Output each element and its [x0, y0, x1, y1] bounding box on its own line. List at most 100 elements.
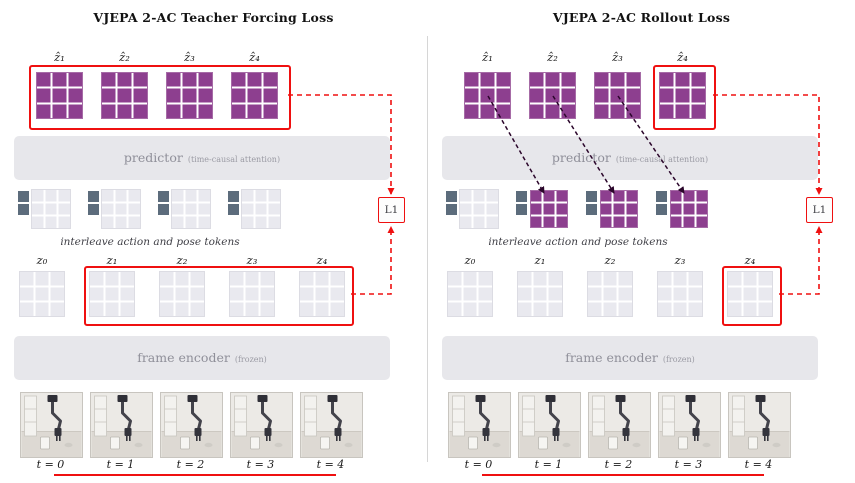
- frame-time-label: t = 1: [534, 458, 563, 471]
- z-label: z₂: [176, 253, 188, 267]
- action-token: [228, 191, 239, 202]
- interleave-latent-grid: [32, 190, 70, 228]
- video-frame: [658, 392, 721, 458]
- action-token: [88, 191, 99, 202]
- frame-time-label: t = 0: [36, 458, 65, 471]
- frame-time-label: t = 0: [464, 458, 493, 471]
- predictor-label: predictor: [551, 150, 611, 165]
- pose-token: [516, 204, 527, 215]
- pose-token: [656, 204, 667, 215]
- encoder-note: (frozen): [234, 355, 267, 364]
- zhat-label: ẑ₁: [482, 50, 493, 64]
- z-label: z₄: [316, 253, 328, 267]
- zhat-label: ẑ₃: [612, 50, 623, 64]
- zhat-label: ẑ₁: [54, 50, 65, 64]
- pose-token: [88, 204, 99, 215]
- predictor-note: (time-causal attention): [615, 155, 709, 164]
- predicted-latent-grid: [36, 72, 83, 119]
- l1-loss-box: L1: [378, 197, 405, 223]
- interleave-caption: interleave action and pose tokens: [488, 236, 668, 248]
- predicted-latent-grid: [594, 72, 641, 119]
- video-frame: [90, 392, 153, 458]
- z-label: z₃: [674, 253, 686, 267]
- interleave-fedback-prediction-grid: [670, 190, 708, 228]
- frame-time-label: t = 4: [316, 458, 345, 471]
- predicted-latent-grid: [464, 72, 511, 119]
- pose-token: [158, 204, 169, 215]
- video-frame: [300, 392, 363, 458]
- zhat-label: ẑ₂: [119, 50, 130, 64]
- pose-token: [586, 204, 597, 215]
- action-token: [158, 191, 169, 202]
- panel-title: VJEPA 2-AC Teacher Forcing Loss: [93, 10, 334, 25]
- loss-box-targets: [722, 266, 782, 326]
- action-token: [586, 191, 597, 202]
- predictor-bar: predictor (time-causal attention): [14, 136, 390, 180]
- encoded-latent-grid: [518, 272, 562, 316]
- loss-box-predictions: [29, 65, 291, 130]
- pose-token: [446, 204, 457, 215]
- video-frame: [230, 392, 293, 458]
- action-token: [446, 191, 457, 202]
- encoded-latent-grid: [90, 272, 134, 316]
- target-to-loss-connector: [779, 226, 823, 295]
- frame-time-label: t = 3: [246, 458, 275, 471]
- predicted-latent-grid: [231, 72, 278, 119]
- frame-range-line: [482, 474, 764, 476]
- frame-encoder-bar: frame encoder (frozen): [442, 336, 818, 380]
- video-frame: [20, 392, 83, 458]
- loss-box-predictions: [653, 65, 716, 130]
- predicted-latent-grid: [166, 72, 213, 119]
- encoded-latent-grid: [728, 272, 772, 316]
- predictor-bar: predictor (time-causal attention): [442, 136, 818, 180]
- frame-encoder-bar: frame encoder (frozen): [14, 336, 390, 380]
- encoder-label: frame encoder: [137, 350, 230, 365]
- predicted-latent-grid: [101, 72, 148, 119]
- panel-title: VJEPA 2-AC Rollout Loss: [552, 10, 731, 25]
- panel-rollout: VJEPA 2-AC Rollout Loss ẑ₁ ẑ₂ ẑ₃ ẑ₄ pred…: [428, 0, 855, 483]
- interleave-latent-grid: [172, 190, 210, 228]
- panel-teacher-forcing: VJEPA 2-AC Teacher Forcing Loss ẑ₁ ẑ₂ ẑ₃…: [0, 0, 427, 483]
- video-frame: [588, 392, 651, 458]
- z-label: z₃: [246, 253, 258, 267]
- target-to-loss-connector: [351, 226, 395, 295]
- pose-token: [228, 204, 239, 215]
- panel-divider: [427, 36, 428, 462]
- encoded-latent-grid: [588, 272, 632, 316]
- predictor-label: predictor: [123, 150, 183, 165]
- frame-time-label: t = 4: [744, 458, 773, 471]
- video-frame: [728, 392, 791, 458]
- interleave-latent-grid: [242, 190, 280, 228]
- video-frame: [518, 392, 581, 458]
- encoder-label: frame encoder: [565, 350, 658, 365]
- zhat-label: ẑ₄: [249, 50, 260, 64]
- l1-loss-label: L1: [384, 204, 399, 216]
- frame-time-label: t = 1: [106, 458, 135, 471]
- z-label: z₁: [534, 253, 546, 267]
- encoder-note: (frozen): [662, 355, 695, 364]
- zhat-label: ẑ₂: [547, 50, 558, 64]
- l1-loss-label: L1: [812, 204, 827, 216]
- action-token: [516, 191, 527, 202]
- video-frame: [448, 392, 511, 458]
- z-label: z₄: [744, 253, 756, 267]
- frame-time-label: t = 3: [674, 458, 703, 471]
- video-frame: [160, 392, 223, 458]
- loss-box-targets: [84, 266, 354, 326]
- zhat-label: ẑ₃: [184, 50, 195, 64]
- encoded-latent-grid: [160, 272, 204, 316]
- z-label: z₂: [604, 253, 616, 267]
- encoded-latent-grid: [20, 272, 64, 316]
- z-label: z₁: [106, 253, 118, 267]
- encoded-latent-grid: [448, 272, 492, 316]
- interleave-latent-grid: [460, 190, 498, 228]
- interleave-fedback-prediction-grid: [530, 190, 568, 228]
- frame-time-label: t = 2: [604, 458, 633, 471]
- frame-range-line: [54, 474, 336, 476]
- predicted-latent-grid: [529, 72, 576, 119]
- z-label: z₀: [36, 253, 48, 267]
- l1-loss-box: L1: [806, 197, 833, 223]
- interleave-latent-grid: [102, 190, 140, 228]
- zhat-label: ẑ₄: [677, 50, 688, 64]
- encoded-latent-grid: [300, 272, 344, 316]
